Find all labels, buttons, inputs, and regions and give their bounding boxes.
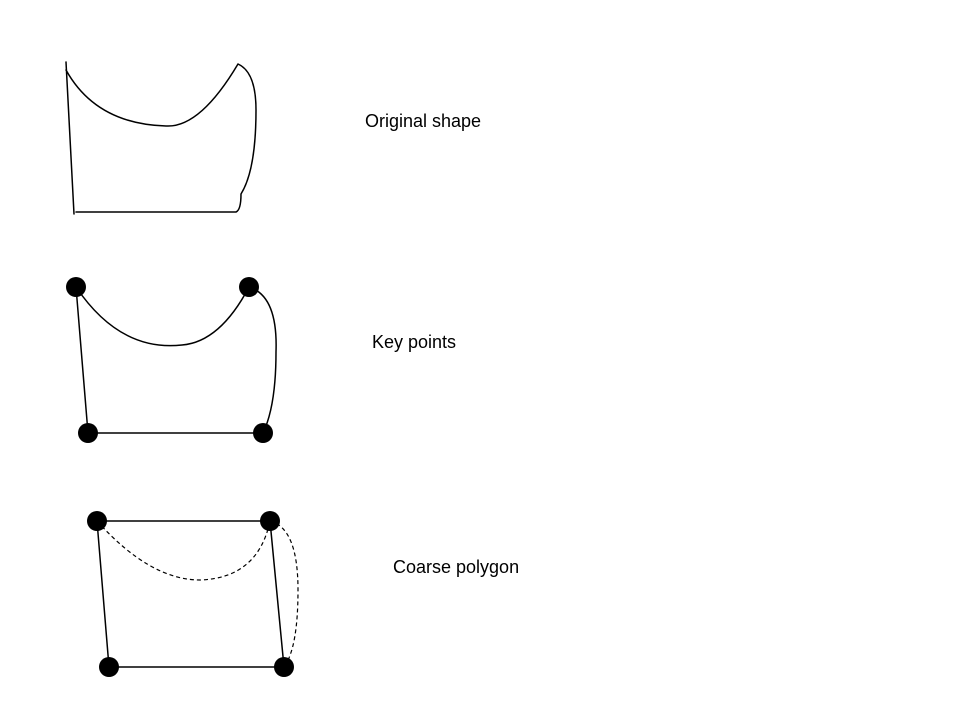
coarse-polygon-label: Coarse polygon [393, 557, 519, 577]
original-shape-panel: Original shape [65, 61, 481, 215]
key-point [87, 511, 107, 531]
original-shape-outline [65, 61, 257, 215]
key-point [274, 657, 294, 677]
key-point [78, 423, 98, 443]
key-point [253, 423, 273, 443]
key-point [239, 277, 259, 297]
coarse-polygon-panel: Coarse polygon [87, 511, 519, 677]
key-points-outline [75, 286, 277, 434]
original-outline-dashed [96, 520, 299, 668]
coarse-polygon [96, 520, 285, 668]
key-points-label: Key points [372, 332, 456, 352]
original-shape-label: Original shape [365, 111, 481, 131]
key-points-panel: Key points [66, 277, 456, 443]
key-point [260, 511, 280, 531]
key-point [66, 277, 86, 297]
key-point [99, 657, 119, 677]
